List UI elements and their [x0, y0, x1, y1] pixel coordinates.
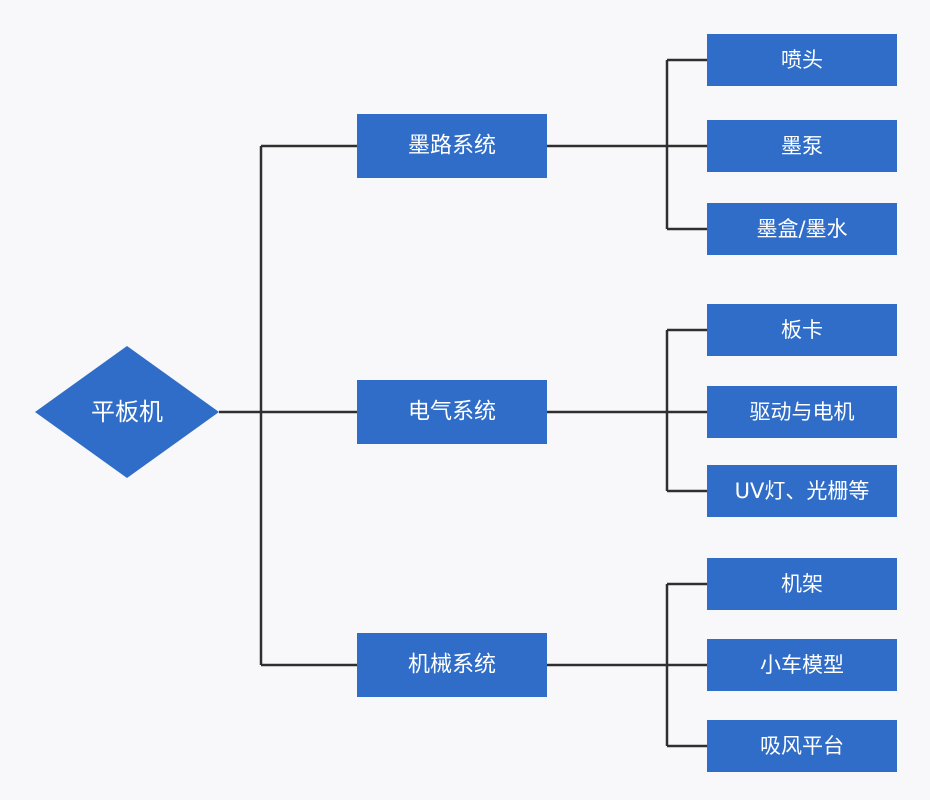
leaf-label: 墨盒/墨水: [756, 217, 847, 241]
category-label: 电气系统: [408, 400, 496, 425]
leaf-box: [707, 465, 897, 517]
leaf-label: 板卡: [781, 318, 823, 342]
leaf-node-1-1: 喷头: [707, 34, 897, 86]
category-node-3: 机械系统: [357, 633, 547, 697]
root-label: 平板机: [91, 398, 163, 426]
leaf-box: [707, 720, 897, 772]
category-box: [357, 114, 547, 178]
leaf-box: [707, 203, 897, 255]
root-node: 平板机: [35, 346, 219, 478]
category-box: [357, 380, 547, 444]
leaf-box: [707, 639, 897, 691]
category-box: [357, 633, 547, 697]
leaf-node-2-2: 驱动与电机: [707, 386, 897, 438]
leaf-box: [707, 120, 897, 172]
leaf-box: [707, 304, 897, 356]
category-node-2: 电气系统: [357, 380, 547, 444]
leaf-label: 喷头: [781, 48, 823, 72]
leaf-node-3-3: 吸风平台: [707, 720, 897, 772]
leaf-label: 墨泵: [781, 134, 823, 158]
leaf-label: 吸风平台: [760, 734, 844, 758]
category-label: 机械系统: [408, 653, 496, 678]
connectors: [219, 58, 707, 748]
leaf-box: [707, 34, 897, 86]
leaf-node-2-3: UV灯、光栅等: [707, 465, 897, 517]
leaf-node-1-3: 墨盒/墨水: [707, 203, 897, 255]
leaf-label: 驱动与电机: [750, 400, 855, 424]
leaf-box: [707, 386, 897, 438]
leaf-label: 机架: [781, 572, 823, 596]
root-diamond: [35, 346, 219, 478]
leaf-label: UV灯、光栅等: [735, 479, 870, 503]
category-label: 墨路系统: [408, 134, 496, 159]
leaf-node-2-1: 板卡: [707, 304, 897, 356]
leaf-node-3-2: 小车模型: [707, 639, 897, 691]
category-node-1: 墨路系统: [357, 114, 547, 178]
leaf-box: [707, 558, 897, 610]
leaf-label: 小车模型: [760, 653, 844, 677]
leaf-node-3-1: 机架: [707, 558, 897, 610]
leaf-node-1-2: 墨泵: [707, 120, 897, 172]
